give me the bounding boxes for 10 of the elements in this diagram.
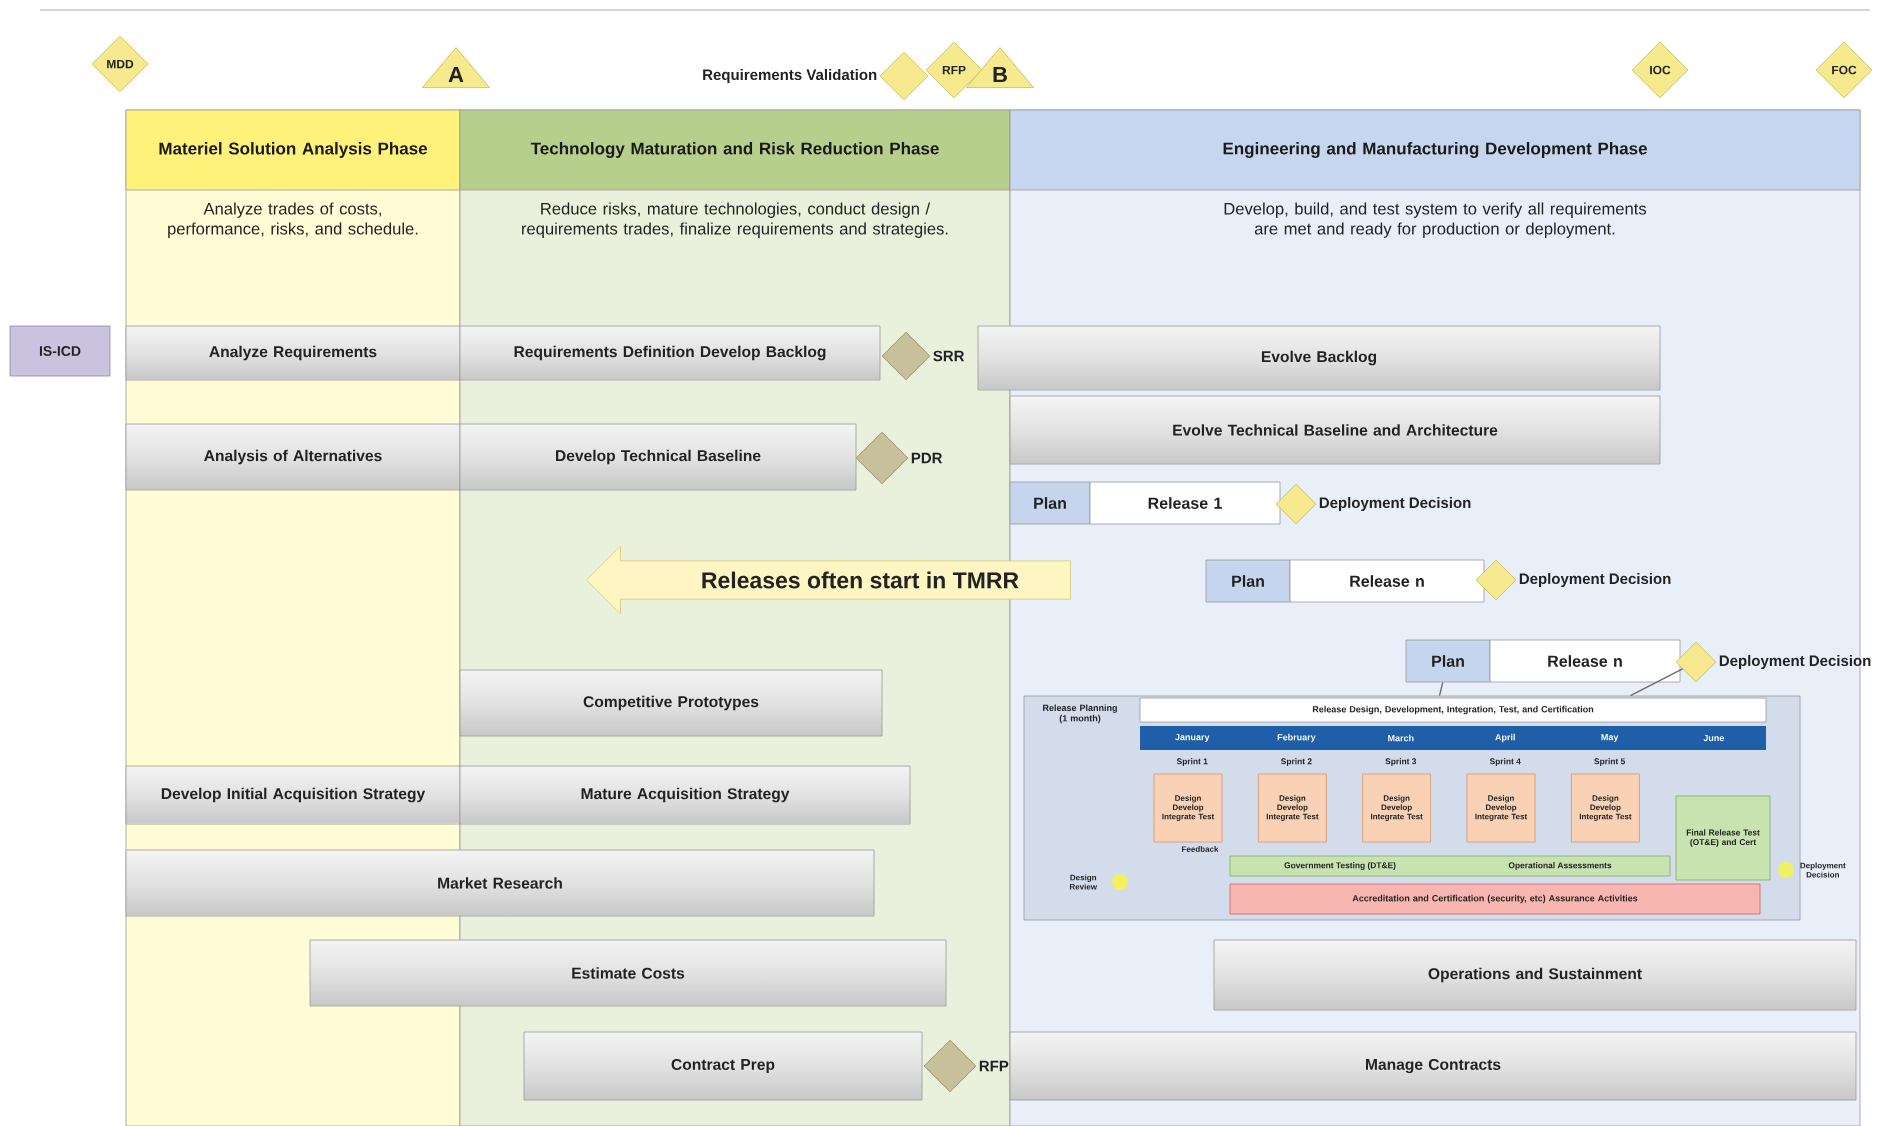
release-box: Release 1: [1089, 481, 1281, 525]
leader-line: [1438, 681, 1444, 697]
plan-box: Plan: [1009, 481, 1091, 525]
plan-box: Plan: [1405, 639, 1491, 683]
milestone-triangle: B: [966, 47, 1034, 88]
release-box: Release n: [1289, 559, 1485, 603]
release-box: Release n: [1489, 639, 1681, 683]
leader-line: [1629, 668, 1684, 697]
plan-box: Plan: [1205, 559, 1291, 603]
milestone-triangle: A: [422, 47, 490, 88]
